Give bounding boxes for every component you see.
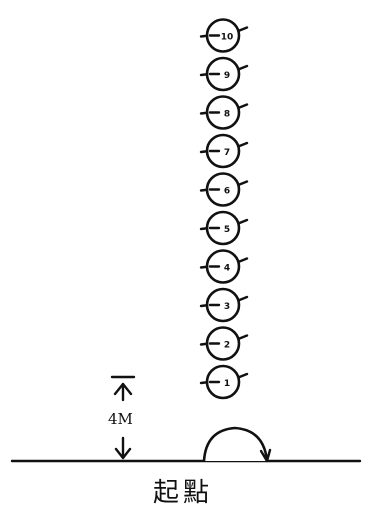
player-number: 9 [224, 71, 230, 81]
player-number: 10 [221, 33, 234, 43]
distance-marker-lower-arrow [114, 436, 132, 460]
player-number: 3 [224, 302, 230, 312]
distance-marker: 4M [108, 375, 136, 460]
player-circle [205, 326, 241, 361]
player-marker: 7 [199, 133, 249, 169]
player-column: 1 2 3 4 5 6 7 8 9 10 [199, 18, 249, 400]
player-circle [205, 249, 241, 284]
player-circle [205, 364, 241, 400]
player-marker: 6 [199, 172, 249, 207]
player-marker: 8 [199, 95, 249, 130]
player-number: 2 [224, 341, 230, 351]
player-number: 5 [224, 225, 230, 235]
player-marker: 2 [199, 326, 249, 361]
player-number: 1 [224, 379, 230, 389]
distance-marker-upper-arrow [113, 382, 133, 402]
player-circle [205, 210, 241, 246]
player-number: 6 [224, 187, 230, 197]
player-circle [205, 172, 241, 207]
player-marker: 10 [199, 18, 249, 53]
player-circle [205, 95, 241, 130]
player-marker: 9 [199, 56, 249, 92]
player-marker: 4 [199, 249, 249, 284]
player-marker: 3 [199, 287, 249, 323]
player-circle [205, 18, 241, 53]
player-number: 7 [224, 148, 230, 158]
player-circle [205, 287, 241, 323]
player-marker: 5 [199, 210, 249, 246]
player-number: 8 [224, 110, 230, 120]
start-label: 起點 [152, 478, 213, 508]
starting-position-arrowhead [259, 448, 272, 463]
starting-position-marker [202, 426, 269, 462]
player-marker: 1 [199, 364, 249, 400]
distance-label: 4M [108, 410, 133, 428]
player-number: 4 [224, 264, 230, 274]
player-circle [205, 56, 241, 92]
player-circle [205, 133, 241, 169]
